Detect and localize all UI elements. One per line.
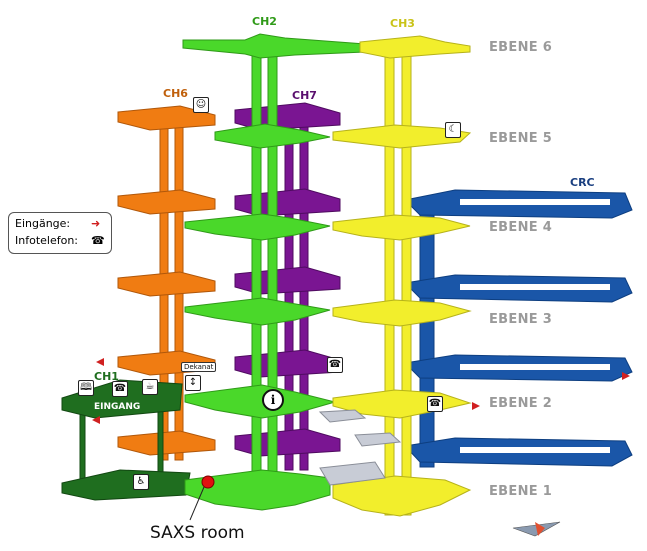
crc-building: [403, 189, 633, 468]
level-label-6: EBENE 6: [489, 40, 553, 55]
cafe-icon: ☕: [142, 379, 158, 395]
baby-icon: ☺: [193, 97, 209, 113]
legend-box: Eingänge: ➜ Infotelefon: ☎: [8, 212, 112, 254]
info-icon: i: [262, 389, 284, 411]
level-label-5: EBENE 5: [489, 131, 553, 146]
ch6-building: [117, 105, 216, 461]
entrance-arrow-icon: [622, 372, 630, 380]
entrance-arrow-icon: ➜: [91, 217, 101, 230]
ch3-building: [332, 35, 472, 517]
ch7-label: CH7: [292, 89, 317, 102]
level-label-4: EBENE 4: [489, 220, 553, 235]
legend-entrances-label: Eingänge:: [15, 217, 71, 230]
book-icon: 🕮: [78, 380, 94, 396]
phone-icon: ☎: [91, 234, 105, 247]
phone-icon: ☎: [427, 396, 443, 412]
ch2-building: [182, 33, 366, 511]
crc-label: CRC: [570, 176, 595, 189]
compass-icon: [512, 521, 561, 537]
legend-info-phone-label: Infotelefon:: [15, 234, 79, 247]
elevator-icon: ↕: [185, 375, 201, 391]
saxs-pointer-line: [189, 486, 205, 521]
moon-icon: ☾: [445, 122, 461, 138]
floor-patches: [318, 409, 402, 486]
entrance-arrow-icon: [472, 402, 480, 410]
entrance-arrow-icon: [92, 416, 100, 424]
ch2-label: CH2: [252, 15, 277, 28]
ch6-label: CH6: [163, 87, 188, 100]
ch3-label: CH3: [390, 17, 415, 30]
entrance-label: EINGANG: [94, 402, 141, 412]
level-label-1: EBENE 1: [489, 484, 553, 499]
level-label-3: EBENE 3: [489, 312, 553, 327]
dekanat-label: Dekanat: [181, 362, 217, 372]
phone-icon: ☎: [327, 357, 343, 373]
entrance-arrows: [92, 358, 630, 424]
level-label-2: EBENE 2: [489, 396, 553, 411]
entrance-arrow-icon: [96, 358, 104, 366]
ch1-label: CH1: [94, 370, 119, 383]
saxs-room-marker: [201, 475, 215, 489]
phone-icon: ☎: [112, 381, 128, 397]
saxs-room-label: SAXS room: [150, 523, 245, 543]
accessible-icon: ♿: [133, 474, 149, 490]
